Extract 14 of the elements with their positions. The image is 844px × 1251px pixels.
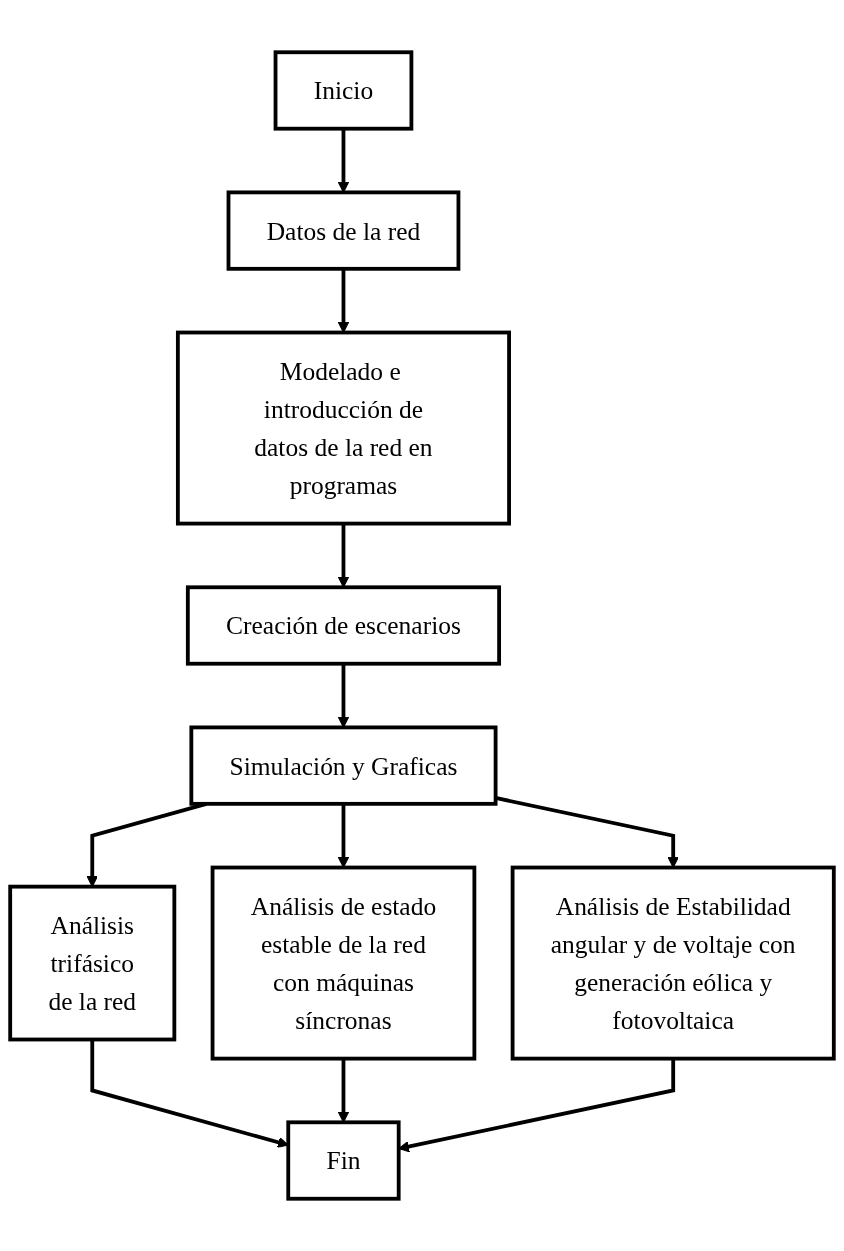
node-box: Análisis de estado estable de la red con máquinas síncronas [210, 865, 477, 1061]
node-box: Análisis de Estabilidad angular y de voltaje con generación eólica y fotovoltaica [510, 865, 836, 1061]
node-box: Inicio [273, 50, 414, 131]
node-box: Análisis trifásico de la red [8, 884, 177, 1042]
node-box: Fin [286, 1120, 401, 1201]
arrow [337, 128, 350, 193]
node-box: Simulación y Graficas [189, 725, 498, 806]
arrow [337, 268, 350, 333]
arrow [337, 663, 350, 728]
node-box: Datos de la red [226, 190, 461, 271]
arrow [337, 523, 350, 588]
node-box: Creación de escenarios [185, 585, 502, 666]
arrow [337, 1058, 350, 1123]
node-box: Modelado e introducción de datos de la red en programas [175, 330, 511, 526]
